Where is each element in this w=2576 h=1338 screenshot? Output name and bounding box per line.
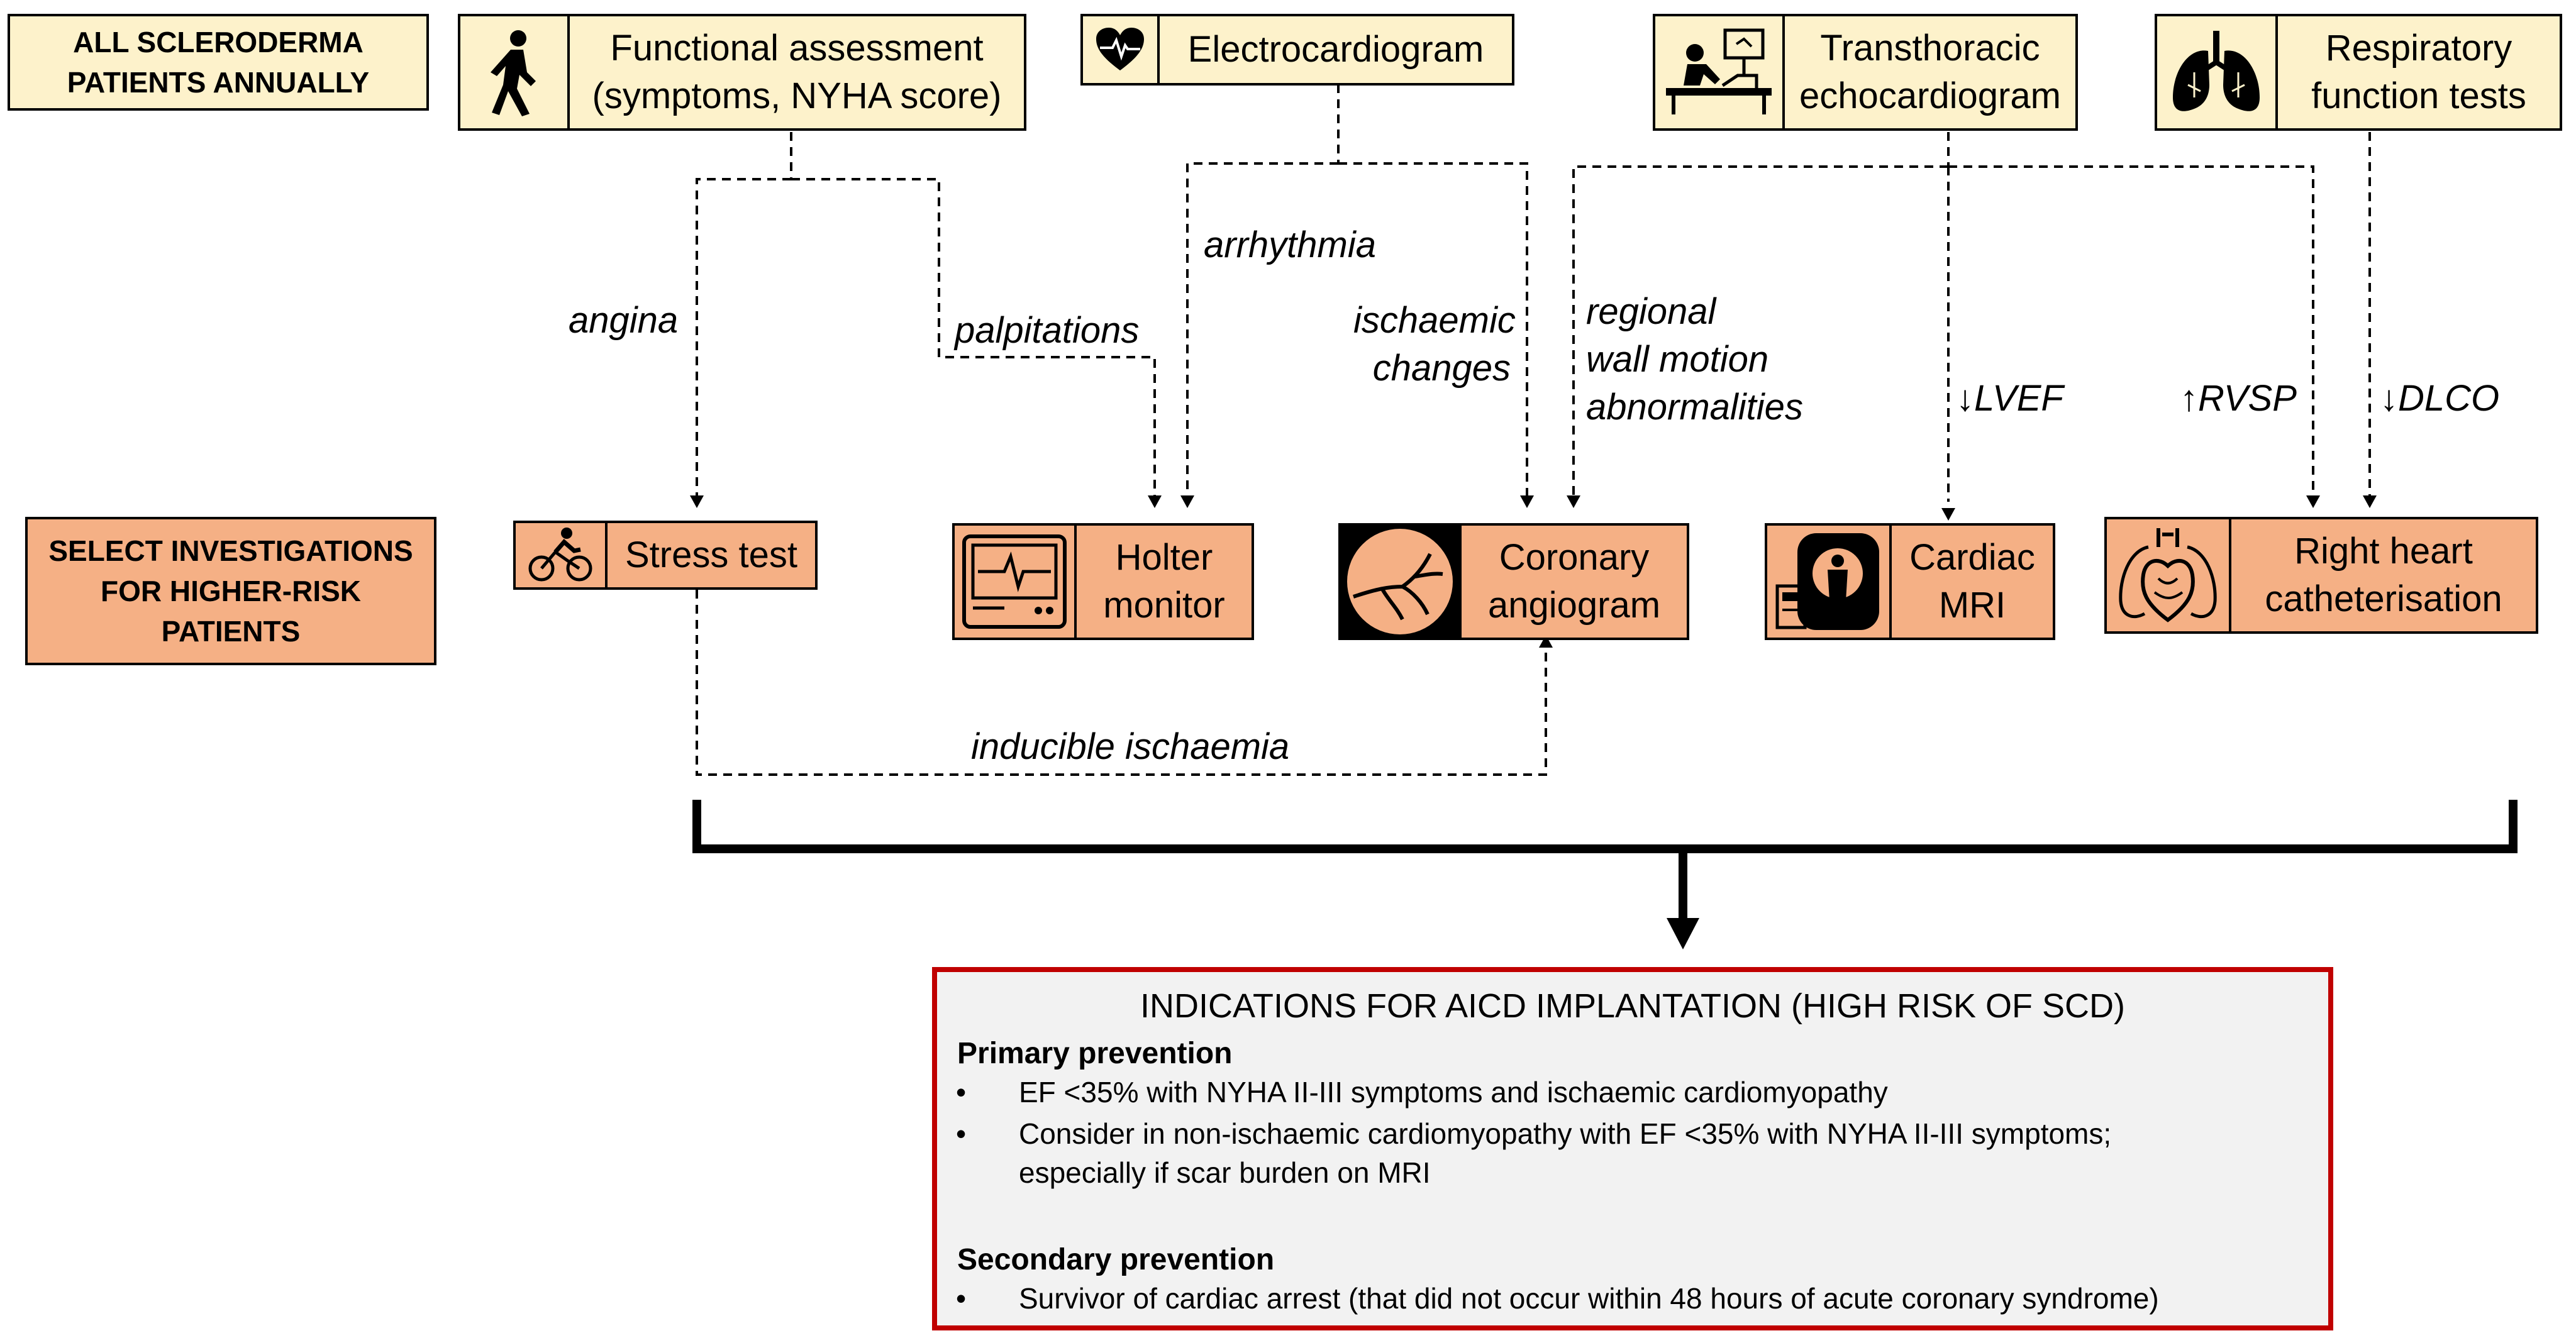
bullet-marker: • (956, 1076, 967, 1109)
stress-test-label: Stress test (625, 534, 797, 575)
convergence-bracket (692, 800, 2518, 853)
node-functional-assessment: Functional assessment (symptoms, NYHA sc… (458, 14, 1026, 131)
higher-risk-tag: SELECT INVESTIGATIONS FOR HIGHER-RISK PA… (25, 517, 436, 665)
connector-rwma (1572, 165, 1948, 502)
holter-monitor-label: Holter monitor (1103, 537, 1225, 626)
secondary-item-1: Survivor of cardiac arrest (that did not… (1019, 1282, 2159, 1315)
coronary-angiogram-label: Coronary angiogram (1487, 537, 1661, 626)
lungs-icon (2157, 16, 2278, 128)
edge-label-dlco: ↓DLCO (2380, 378, 2500, 419)
edge-label-angina: angina (569, 300, 679, 341)
arrowhead-holter-palpitations (1148, 495, 1162, 508)
aicd-indications-panel: INDICATIONS FOR AICD IMPLANTATION (HIGH … (932, 967, 2333, 1330)
primary-item-1: EF <35% with NYHA II-III symptoms and is… (1019, 1076, 1888, 1109)
node-stress-test: Stress test (513, 521, 818, 590)
secondary-prevention-heading: Secondary prevention (957, 1243, 1275, 1276)
edge-label-rwma: regional wall motion abnormalities (1586, 291, 1803, 428)
arrowhead-mri (1941, 508, 1955, 521)
node-respiratory-function-tests: Respiratory function tests (2155, 14, 2562, 131)
node-right-heart-catheterisation: Right heart catheterisation (2104, 517, 2538, 634)
node-electrocardiogram: Electrocardiogram (1080, 14, 1514, 86)
primary-item-2: Consider in non-ischaemic cardiomyopathy… (1019, 1117, 2112, 1189)
functional-assessment-label: Functional assessment (symptoms, NYHA sc… (592, 28, 1002, 116)
right-heart-catheterisation-label: Right heart catheterisation (2265, 531, 2502, 619)
respiratory-function-label: Respiratory function tests (2311, 28, 2526, 116)
aicd-indications-title: INDICATIONS FOR AICD IMPLANTATION (HIGH … (1140, 987, 2126, 1025)
coronary-vessels-icon (1341, 526, 1462, 638)
echo-ultrasound-icon (1655, 16, 1785, 128)
annual-screening-tag: ALL SCLERODERMA PATIENTS ANNUALLY (8, 14, 429, 111)
edge-label-inducible-ischaemia: inducible ischaemia (971, 726, 1290, 767)
connector-inducible-ischaemia (696, 590, 1547, 776)
node-coronary-angiogram: Coronary angiogram (1338, 523, 1689, 640)
connector-angina (696, 178, 791, 502)
node-cardiac-mri: Cardiac MRI (1765, 523, 2055, 640)
arrowhead-holter-arrhythmia (1180, 495, 1194, 508)
walking-person-icon (460, 16, 570, 128)
bullet-marker: • (956, 1117, 967, 1150)
arrowhead-outcome (1667, 918, 1699, 949)
bullet-marker: • (956, 1282, 967, 1315)
monitor-icon (955, 526, 1077, 638)
connector-rvsp (1948, 165, 2314, 502)
connector-palpitations (791, 178, 1156, 502)
connector-arrhythmia (1186, 162, 1338, 502)
mri-scanner-icon (1767, 526, 1892, 638)
edge-label-arrhythmia: arrhythmia (1204, 224, 1376, 265)
cardiac-mri-label: Cardiac MRI (1909, 537, 2035, 626)
arrowhead-rhc-rvsp (2306, 495, 2320, 508)
annual-screening-tag-label: ALL SCLERODERMA PATIENTS ANNUALLY (67, 26, 370, 99)
heart-lungs-icon (2107, 519, 2231, 631)
electrocardiogram-label: Electrocardiogram (1187, 29, 1484, 70)
edge-label-palpitations: palpitations (955, 310, 1140, 351)
arrowhead-angiogram-tte (1567, 495, 1580, 508)
arrowhead-angiogram-ecg (1520, 495, 1534, 508)
node-transthoracic-echocardiogram: Transthoracic echocardiogram (1653, 14, 2078, 131)
arrowhead-angiogram-inducible (1539, 635, 1553, 648)
arrowhead-rhc-dlco (2363, 495, 2377, 508)
cyclist-icon (516, 523, 608, 587)
edge-label-rvsp: ↑RVSP (2180, 378, 2297, 419)
edge-label-ischaemic-changes: ischaemic changes (1353, 300, 1516, 389)
echocardiogram-label: Transthoracic echocardiogram (1799, 28, 2061, 116)
edge-label-lvef: ↓LVEF (1956, 378, 2063, 419)
higher-risk-tag-label: SELECT INVESTIGATIONS FOR HIGHER-RISK PA… (48, 534, 413, 648)
heart-ecg-icon (1083, 16, 1160, 83)
node-holter-monitor: Holter monitor (952, 523, 1254, 640)
arrowhead-stress (690, 495, 704, 508)
primary-prevention-heading: Primary prevention (957, 1037, 1233, 1070)
connector-ischaemic-changes (1338, 162, 1528, 502)
